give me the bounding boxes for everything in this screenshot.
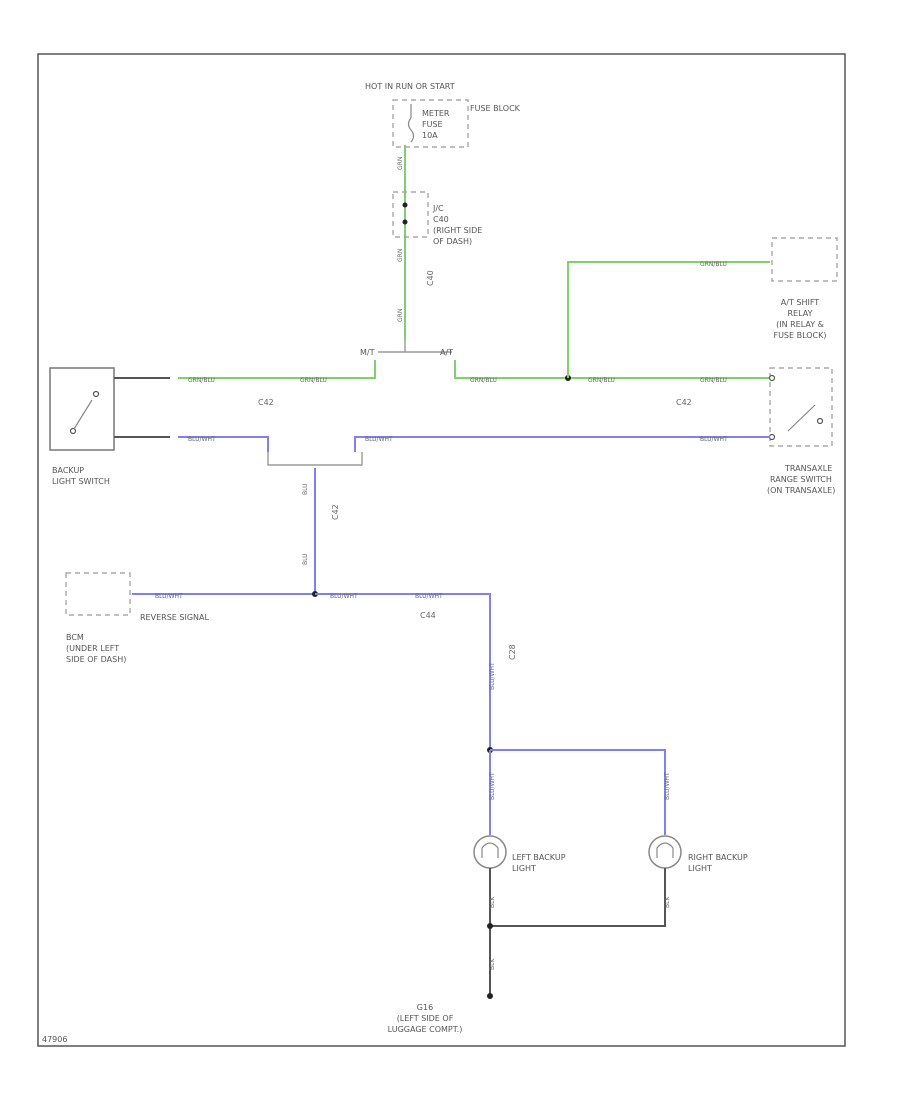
jc-node-2	[402, 219, 408, 225]
wire-blu-to-lights	[315, 593, 491, 750]
wire-grn-label-2: GRN	[397, 249, 404, 262]
wire-label-blu-1: BLU	[302, 483, 309, 495]
backup-switch-label-1: BACKUP	[52, 466, 84, 475]
bcm-label-2: (UNDER LEFT	[66, 644, 119, 653]
wire-label-blu-wht-2: BLU/WHT	[365, 436, 393, 443]
wire-label-blu-wht-5: BLU/WHT	[330, 593, 358, 600]
merge-bracket	[267, 452, 363, 466]
splice-node-ground	[487, 923, 493, 929]
bcm-pin-label: REVERSE SIGNAL	[140, 613, 209, 622]
jc-conn-label: C40	[426, 270, 435, 286]
transaxle-label-2: RANGE SWITCH	[770, 475, 832, 484]
wire-label-grn-blu-2: GRN/BLU	[300, 377, 327, 384]
wire-label-blu-wht-7: BLU/WHT	[489, 662, 496, 690]
conn-c28: C28	[508, 644, 517, 660]
wire-blu-left-2	[178, 436, 269, 452]
backup-light-switch-box	[49, 367, 115, 451]
wire-blu-right	[354, 436, 770, 452]
wire-label-blu-wht-3: BLU/WHT	[700, 436, 728, 443]
relay-label-3: (IN RELAY &	[776, 320, 824, 329]
wire-label-blk-3: BLK	[489, 958, 496, 970]
wire-label-grn-blu-1: GRN/BLU	[188, 377, 215, 384]
right-backup-label-1: RIGHT BACKUP	[688, 853, 748, 862]
fuse-icon	[407, 104, 415, 143]
left-backup-lamp-icon	[473, 835, 507, 869]
wire-label-blu-wht-8: BLU/WHT	[489, 772, 496, 800]
wire-label-grn-blu-5: GRN/BLU	[700, 377, 727, 384]
ground-label-3: LUGGAGE COMPT.)	[388, 1025, 463, 1034]
jc-label-1: J/C	[432, 204, 444, 213]
conn-c44: C44	[420, 611, 436, 620]
transaxle-label-3: (ON TRANSAXLE)	[767, 486, 835, 495]
diagram-frame	[37, 53, 846, 1047]
meter-label: METER	[422, 109, 450, 118]
jc-label-4: OF DASH)	[433, 237, 472, 246]
wire-label-blk-1: BLK	[489, 896, 496, 908]
wire-label-blu-wht-6: BLU/WHT	[415, 593, 443, 600]
relay-label-4: FUSE BLOCK)	[773, 331, 826, 340]
wire-label-grn-blu-3: GRN/BLU	[470, 377, 497, 384]
wire-blk-right	[490, 868, 666, 927]
ground-label-1: G16	[417, 1003, 433, 1012]
jc-label-2: C40	[433, 215, 449, 224]
hot-label: HOT IN RUN OR START	[365, 82, 455, 91]
conn-c42-vertical: C42	[331, 504, 340, 520]
left-backup-label-2: LIGHT	[512, 864, 536, 873]
fuse-label: FUSE	[422, 120, 443, 129]
meter-fuse-box	[392, 99, 469, 148]
wire-label-grn-blu-4: GRN/BLU	[588, 377, 615, 384]
conn-c42-left: C42	[258, 398, 274, 407]
relay-label-2: RELAY	[788, 309, 813, 318]
fuse-block-label: FUSE BLOCK	[470, 104, 521, 113]
backup-switch-label-2: LIGHT SWITCH	[52, 477, 110, 486]
ground-node	[487, 993, 493, 999]
wire-label-blk-2: BLK	[664, 896, 671, 908]
wire-label-blu-wht-1: BLU/WHT	[188, 436, 216, 443]
transaxle-switch-box	[769, 367, 833, 447]
wire-grn-left-2	[178, 360, 376, 379]
wire-label-blu-wht-9: BLU/WHT	[664, 772, 671, 800]
mt-at-split	[378, 340, 452, 353]
right-backup-label-2: LIGHT	[688, 864, 712, 873]
jc-label-3: (RIGHT SIDE	[433, 226, 482, 235]
wire-grn-label-1: GRN	[397, 157, 404, 170]
wire-blu-right-lamp	[490, 749, 666, 835]
right-backup-lamp-icon	[648, 835, 682, 869]
transaxle-label-1: TRANSAXLE	[784, 464, 832, 473]
wire-label-grn-blu-6: GRN/BLU	[700, 261, 727, 268]
left-backup-label-1: LEFT BACKUP	[512, 853, 566, 862]
transaxle-contact-icon	[768, 374, 824, 441]
bcm-box	[65, 572, 131, 616]
switch-contact-icon	[69, 390, 100, 435]
bcm-label-3: SIDE OF DASH)	[66, 655, 126, 664]
jc-node-1	[402, 202, 408, 208]
conn-c42-right: C42	[676, 398, 692, 407]
wire-label-blu-wht-4: BLU/WHT	[155, 593, 183, 600]
wire-grn-label-3: GRN	[397, 309, 404, 322]
bcm-label-1: BCM	[66, 633, 84, 642]
wire-grn-right	[454, 360, 770, 379]
jc-box	[392, 191, 429, 238]
wire-grn-relay	[567, 261, 770, 378]
mt-label: M/T	[360, 348, 375, 357]
at-shift-relay-box	[771, 237, 838, 282]
wire-label-blu-2: BLU	[302, 553, 309, 565]
relay-label-1: A/T SHIFT	[781, 298, 820, 307]
fuse-rating-label: 10A	[422, 131, 438, 140]
at-label: A/T	[440, 348, 453, 357]
ground-label-2: (LEFT SIDE OF	[397, 1014, 454, 1023]
figure-id: 47906	[42, 1035, 67, 1044]
